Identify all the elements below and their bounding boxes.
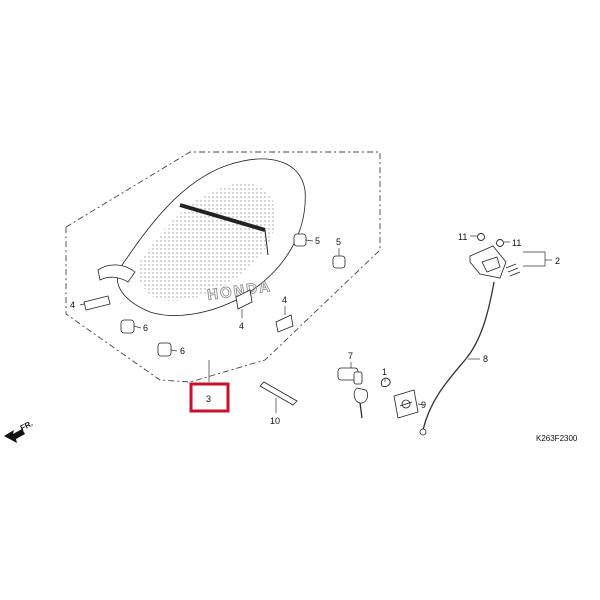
rubber-part-6b — [157, 342, 172, 357]
leader-lines — [79, 235, 552, 413]
drawing-code: K263F2300 — [536, 434, 578, 443]
callout-6a: 6 — [143, 323, 148, 333]
screw-part-11b — [496, 239, 504, 247]
callout-8: 8 — [483, 354, 488, 364]
rubber-part-6a — [120, 319, 135, 334]
callout-9: 9 — [421, 400, 426, 410]
catch-mechanism-part-2 — [469, 245, 521, 279]
front-direction-marker: FR. — [4, 419, 34, 443]
callout-2: 2 — [555, 256, 560, 266]
latch-part-9 — [393, 389, 419, 419]
front-arrow-icon — [4, 429, 25, 443]
clip-part-1 — [380, 377, 391, 387]
callout-4c: 4 — [282, 295, 287, 305]
rubber-part-5b — [332, 255, 346, 269]
callout-7: 7 — [348, 351, 353, 361]
rubber-part-5a — [293, 233, 307, 247]
highlight-box-part-3 — [189, 382, 230, 413]
cable-end-fitting — [419, 428, 427, 436]
seat-assembly: HONDA — [97, 158, 306, 316]
seat-group-boundary — [65, 151, 381, 383]
strap-part-10 — [259, 381, 298, 406]
cable-part-8 — [422, 281, 495, 431]
callout-11b: 11 — [512, 238, 521, 248]
callout-1: 1 — [382, 367, 387, 377]
seat-lock-part-7 — [337, 367, 368, 419]
callout-10: 10 — [270, 416, 280, 426]
rubber-strip-4a — [83, 295, 111, 311]
callout-4a: 4 — [70, 300, 75, 310]
rubber-strip-4b — [235, 289, 253, 310]
callout-3: 3 — [206, 394, 211, 404]
callout-5b: 5 — [336, 237, 341, 247]
svg-text:FR.: FR. — [19, 419, 35, 433]
rubber-strip-4c — [275, 314, 294, 333]
callout-11a: 11 — [458, 232, 467, 242]
callout-4b: 4 — [239, 321, 244, 331]
screw-part-11a — [477, 233, 485, 241]
callout-6b: 6 — [180, 346, 185, 356]
callout-5a: 5 — [315, 236, 320, 246]
